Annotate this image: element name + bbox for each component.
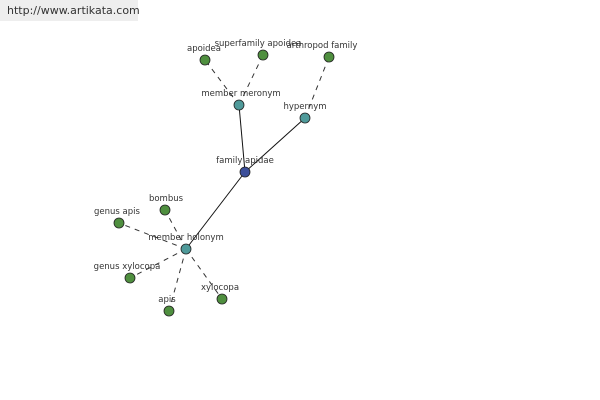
- node-label[interactable]: arthropod family: [287, 41, 358, 51]
- node-label[interactable]: member meronym: [201, 89, 280, 99]
- node-label[interactable]: apoidea: [187, 44, 221, 54]
- source-url[interactable]: http://www.artikata.com: [0, 0, 140, 21]
- node-label[interactable]: xylocopa: [201, 283, 239, 293]
- leaf-node-dot[interactable]: [124, 272, 136, 284]
- graph-edges: [118, 54, 330, 312]
- leaf-node-dot[interactable]: [199, 54, 211, 66]
- node-genus-apis[interactable]: genus apis: [94, 207, 141, 229]
- node-genus-xylocopa[interactable]: genus xylocopa: [94, 262, 161, 284]
- node-arthropod-family[interactable]: arthropod family: [287, 41, 358, 63]
- node-hypernym[interactable]: hypernym: [283, 102, 327, 124]
- edge-hypernym: [244, 117, 306, 173]
- node-label[interactable]: superfamily apoidea: [215, 39, 302, 49]
- relation-node-dot[interactable]: [299, 112, 311, 124]
- edge-genus-xylocopa: [129, 248, 187, 279]
- node-label[interactable]: bombus: [149, 194, 184, 204]
- node-member-holonym[interactable]: member holonym: [148, 233, 224, 255]
- node-apis[interactable]: apis: [158, 295, 176, 317]
- node-superfamily-apoidea[interactable]: superfamily apoidea: [215, 39, 302, 61]
- edge-arthropod-family: [304, 56, 330, 119]
- leaf-node-dot[interactable]: [257, 49, 269, 61]
- node-xylocopa[interactable]: xylocopa: [201, 283, 239, 305]
- node-member-meronym[interactable]: member meronym: [201, 89, 281, 111]
- relation-node-dot[interactable]: [233, 99, 245, 111]
- node-bombus[interactable]: bombus: [149, 194, 184, 216]
- leaf-node-dot[interactable]: [113, 217, 125, 229]
- edge-bombus: [164, 209, 187, 250]
- edge-genus-apis: [118, 222, 187, 250]
- edge-apis: [168, 248, 187, 312]
- node-label[interactable]: hypernym: [283, 102, 326, 112]
- relation-node-dot[interactable]: [180, 243, 192, 255]
- node-label[interactable]: family apidae: [216, 156, 274, 166]
- node-apoidea[interactable]: apoidea: [187, 44, 221, 66]
- edge-xylocopa: [185, 248, 223, 300]
- node-family-apidae[interactable]: family apidae: [216, 156, 274, 178]
- leaf-node-dot[interactable]: [163, 305, 175, 317]
- node-label[interactable]: genus xylocopa: [94, 262, 161, 272]
- center-node-dot[interactable]: [239, 166, 251, 178]
- node-label[interactable]: member holonym: [148, 233, 223, 243]
- node-label[interactable]: genus apis: [94, 207, 140, 217]
- node-label[interactable]: apis: [158, 295, 176, 305]
- edge-member-holonym: [185, 171, 246, 250]
- leaf-node-dot[interactable]: [159, 204, 171, 216]
- leaf-node-dot[interactable]: [216, 293, 228, 305]
- leaf-node-dot[interactable]: [323, 51, 335, 63]
- edge-member-meronym: [238, 104, 246, 173]
